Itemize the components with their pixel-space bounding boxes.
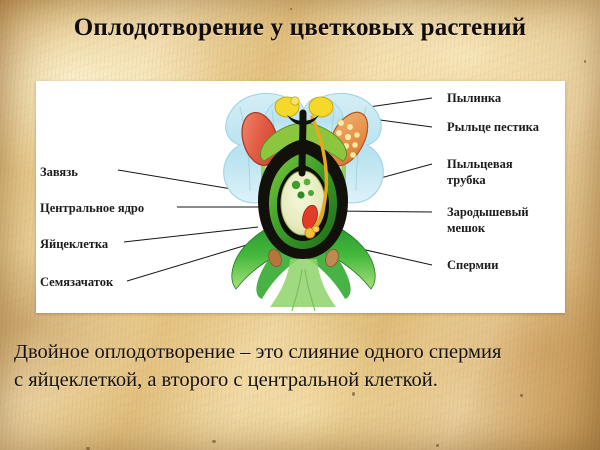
slide-caption: Двойное оплодотворение – это слияние одн…: [14, 338, 594, 394]
stigma-lobe-right: [308, 96, 334, 118]
paper-speck: [290, 8, 292, 10]
pollen-tube: [308, 115, 329, 235]
label-central-nucleus: Центральное ядро: [40, 201, 145, 215]
central-nucleus: [291, 178, 314, 199]
receptacle: [270, 259, 336, 307]
stalk-lines: [291, 268, 316, 311]
label-sperm-cells: Спермии: [447, 258, 499, 272]
label-zavyaz: Завязь: [40, 165, 78, 179]
flower-illustration: [223, 92, 384, 311]
label-stigma: Рыльце пестика: [447, 120, 539, 134]
diagram-panel: Завязь Центральное ядро Яйцеклетка Семяз…: [36, 81, 565, 313]
paper-speck: [212, 440, 216, 443]
sperm-cell-1: [304, 227, 316, 239]
egg-cell: [302, 204, 318, 230]
style-canal: [298, 109, 307, 177]
label-pollen-tube-line1: Пыльцевая: [447, 157, 513, 171]
ovule-left: [268, 248, 282, 268]
label-pollen-tube-line2: трубка: [447, 173, 486, 187]
page-title: Оплодотворение у цветковых растений: [73, 14, 527, 41]
paper-speck: [520, 394, 523, 397]
pistil-group: [258, 96, 348, 259]
sperm-cell-2: [312, 225, 320, 233]
paper-speck: [584, 60, 586, 63]
paper-speck: [436, 444, 439, 447]
label-ovule: Семязачаток: [40, 275, 114, 289]
stigma-base: [287, 115, 319, 125]
caption-line-1: Двойное оплодотворение – это слияние одн…: [14, 341, 502, 363]
label-embryo-sac-line1: Зародышевый: [447, 205, 529, 219]
label-embryo-sac-line2: мешок: [447, 221, 486, 235]
caption-line-2: с яйцеклеткой, а второго с центральной к…: [14, 369, 438, 391]
label-egg-cell: Яйцеклетка: [40, 237, 109, 251]
ovule-right: [325, 248, 339, 268]
pollen-grain-on-stigma: [290, 96, 300, 106]
label-pollen-grain: Пылинка: [447, 91, 502, 105]
